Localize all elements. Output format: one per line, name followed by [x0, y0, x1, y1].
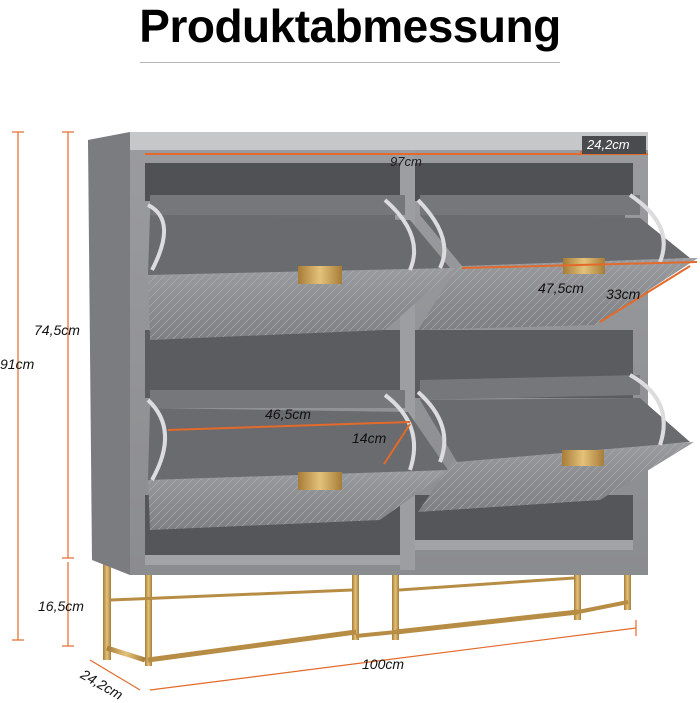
flap-top-right [418, 195, 698, 330]
title-divider [140, 62, 560, 63]
depth-top-label: 24,2cm [587, 137, 630, 152]
width-inner-label: 97cm [390, 154, 422, 169]
body-height-label: 74,5cm [34, 322, 80, 338]
leg-height-label: 16,5cm [38, 598, 84, 614]
inner-depth-label: 14cm [352, 430, 387, 446]
measurement-lines [12, 131, 698, 691]
flap-top-left [148, 195, 455, 340]
page-title: Produktabmessung [139, 0, 561, 52]
inner-width-label: 46,5cm [265, 406, 311, 422]
flap-bottom-right [418, 375, 694, 512]
flap-bottom-left [148, 390, 450, 530]
width-total-label: 100cm [362, 656, 405, 672]
total-height-label: 91cm [0, 356, 35, 372]
depth-top-plate [582, 136, 646, 154]
hinge-mechanisms [146, 193, 666, 481]
flap-depth-label: 33cm [606, 286, 641, 302]
flap-width-label: 47,5cm [538, 280, 584, 296]
